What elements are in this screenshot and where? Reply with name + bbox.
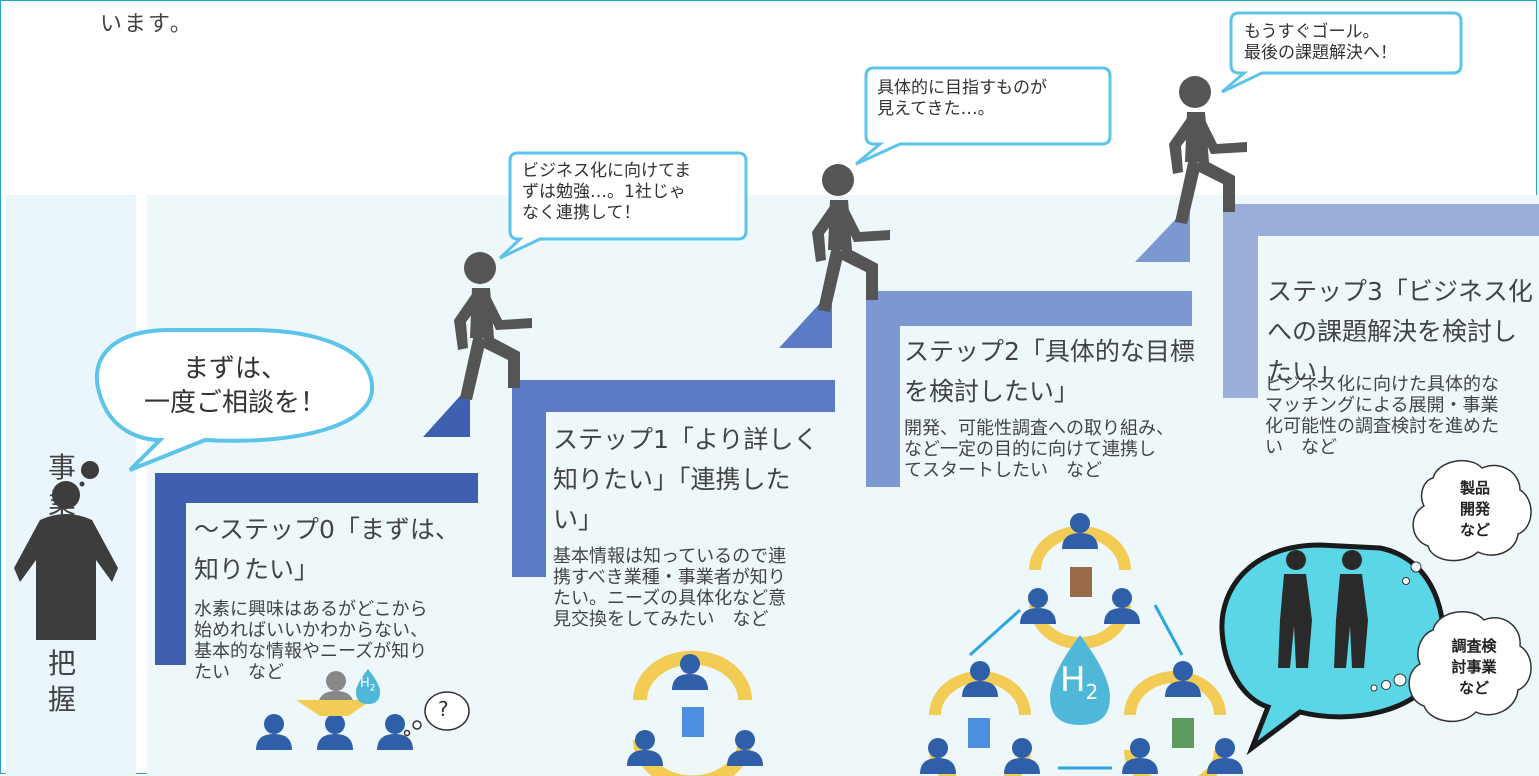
step2-stair [866,291,1192,487]
step1-title: ステップ1「より詳しく 知りたい」「連携した い」 [553,425,819,534]
step2-description: 開発、可能性調査への取り組み、 など一定の目的に向けて連携し てスタートしたい … [904,418,1174,481]
step1-description: 基本情報は知っているので連 携すべき業種・事業者が知り たい。ニーズの具体化など… [553,546,787,630]
walker-icon-1 [454,252,532,400]
business-person-icon [14,481,118,640]
step1-ramp [779,290,832,348]
speech-bubble-1-shape [498,151,748,260]
step0-arrow [296,700,372,716]
start-bubble-text: まずは、 一度ご相談を！ [143,354,326,418]
step0-ramp [423,385,470,437]
h2-big-label: H2 [1060,660,1099,704]
h2-drop-small-icon [356,669,380,704]
cloud-product-dev-text: 製品 開発 など [1459,479,1490,539]
speech-bubble-3: もうすぐゴール。 最後の課題解決へ！ [1244,22,1397,63]
sidebar-char: 事 [47,451,76,484]
question-mark: ? [438,697,449,721]
step3-stair [1223,204,1539,398]
intro-text: います。 [100,12,194,37]
speech-bubble-3-shape [1221,11,1463,94]
step1-cycle-icon [627,650,763,776]
sidebar-char: 把 [47,647,76,680]
h2-small-label: H2 [360,676,376,694]
step0-description: 水素に興味はあるがどこから 始めればいいかわからない、 基本的な情報やニーズが知… [194,599,428,683]
step3-title: ステップ3「ビジネス化 への課題解決を検討し たい」 [1267,277,1533,386]
meeting-bubble-icon [1219,542,1446,756]
step0-stair [155,473,478,665]
step0-title: ～ステップ0「まずは、 知りたい」 [194,515,460,584]
cloud-product-dev [1402,460,1532,585]
speech-bubble-2: 具体的に目指すものが 見えてきた…。 [877,78,1047,119]
step1-stair [512,380,835,577]
speech-bubble-1: ビジネス化に向けてま ずは勉強…。1社じゃ なく連携して！ [522,161,692,223]
cloud-survey [1370,611,1532,723]
step3-description: ビジネス化に向けた具体的な マッチングによる展開・事業 化可能性の調査検討を進め… [1265,374,1499,458]
start-bubble-shape [94,328,375,472]
step2-title: ステップ2「具体的な目標 を検討したい」 [904,337,1195,406]
thinking-icon [79,461,99,487]
walker-icon-2 [812,164,890,312]
cloud-survey-text: 調査検 討事業 など [1451,637,1497,697]
sidebar-char: 握 [47,683,76,716]
walker-icon-3 [1169,76,1247,224]
speech-bubble-2-shape [855,66,1112,166]
question-cloud-icon [403,691,470,737]
step2-network-icon [920,513,1243,776]
